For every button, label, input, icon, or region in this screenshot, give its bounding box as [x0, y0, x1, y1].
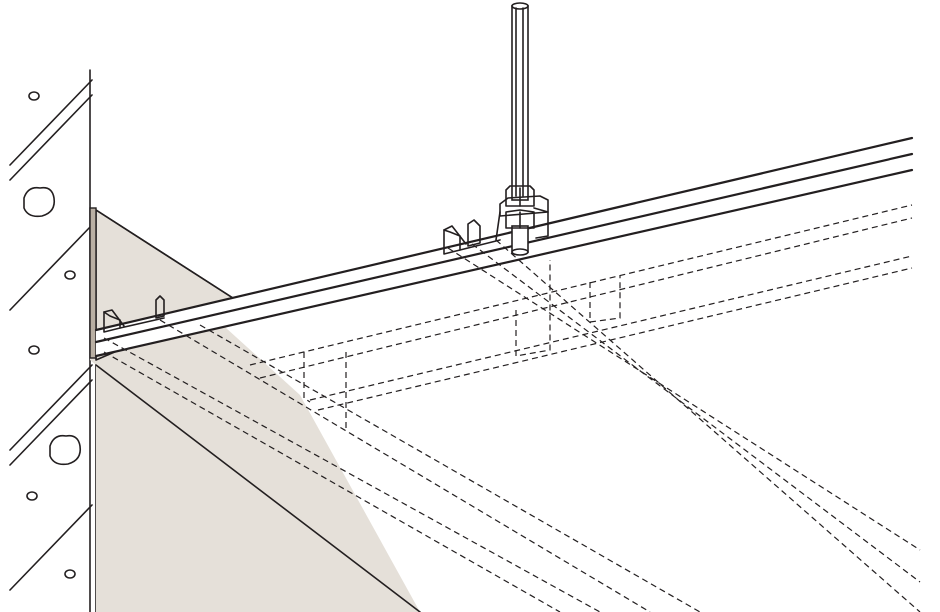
- joist-hidden-edge: [103, 337, 601, 612]
- cross-member-hidden-edge: [309, 255, 913, 401]
- connector-hidden: [303, 352, 311, 403]
- joist-hidden-edge: [159, 319, 651, 612]
- clip-tab: [155, 295, 165, 319]
- clip-tab-edge: [103, 309, 125, 327]
- ceiling-board-edge: [95, 364, 421, 612]
- nut-lower: [505, 209, 535, 229]
- stud-hole: [26, 491, 38, 501]
- clip-tab: [467, 219, 481, 247]
- runner-edge-mid: [94, 152, 914, 344]
- ceiling-joist-channels: [103, 204, 921, 612]
- clip-tab: [103, 311, 121, 333]
- nut-upper: [505, 185, 535, 207]
- hanger-rod-end: [511, 248, 529, 256]
- wall-stud: [9, 69, 97, 612]
- cross-member-hidden-edge: [317, 267, 913, 411]
- clip-base: [119, 317, 165, 329]
- hanger-clip-right: [443, 219, 501, 255]
- stud-brace-line: [9, 224, 93, 311]
- stud-brace-line: [9, 79, 93, 166]
- stud-hole: [28, 345, 40, 355]
- runner-edge-top: [94, 136, 914, 332]
- ceiling-board-edge: [95, 209, 237, 301]
- hanger-bracket-side: [533, 207, 549, 239]
- joist-hidden-edge: [471, 243, 921, 583]
- connector-hidden: [515, 260, 551, 357]
- cross-member-hidden-edge: [249, 204, 913, 366]
- stud-hole-large: [49, 434, 82, 466]
- ceiling-board-thickness: [89, 207, 97, 359]
- clip-base: [459, 239, 501, 251]
- stud-hole: [28, 91, 40, 101]
- joist-hidden-edge: [495, 239, 921, 612]
- joist-hidden-edge: [103, 351, 561, 612]
- hanger-rod: [511, 5, 529, 201]
- runner-edge-bottom: [94, 168, 914, 358]
- stud-brace-line: [9, 94, 93, 181]
- hanger-rod-top: [511, 2, 529, 10]
- stud-hole: [64, 270, 76, 280]
- cross-member-hidden-edge: [259, 217, 913, 379]
- clip-tab: [443, 229, 461, 255]
- hanger-rod-lower: [511, 225, 529, 253]
- connector-hidden: [589, 276, 621, 323]
- joist-hidden-edge: [199, 324, 701, 612]
- hanger-clip-left: [103, 295, 165, 333]
- joist-hidden-edge: [447, 247, 921, 551]
- hex-nut: [495, 185, 549, 241]
- stud-hole-large: [23, 186, 56, 218]
- hanger-bolt: [511, 2, 529, 256]
- stud-hole: [64, 569, 76, 579]
- stud-brace-line: [9, 364, 93, 451]
- clip-tab-edge: [443, 225, 467, 245]
- stud-brace-line: [9, 504, 93, 591]
- hanger-bracket-leg: [495, 211, 501, 241]
- stud-brace-line: [9, 379, 93, 466]
